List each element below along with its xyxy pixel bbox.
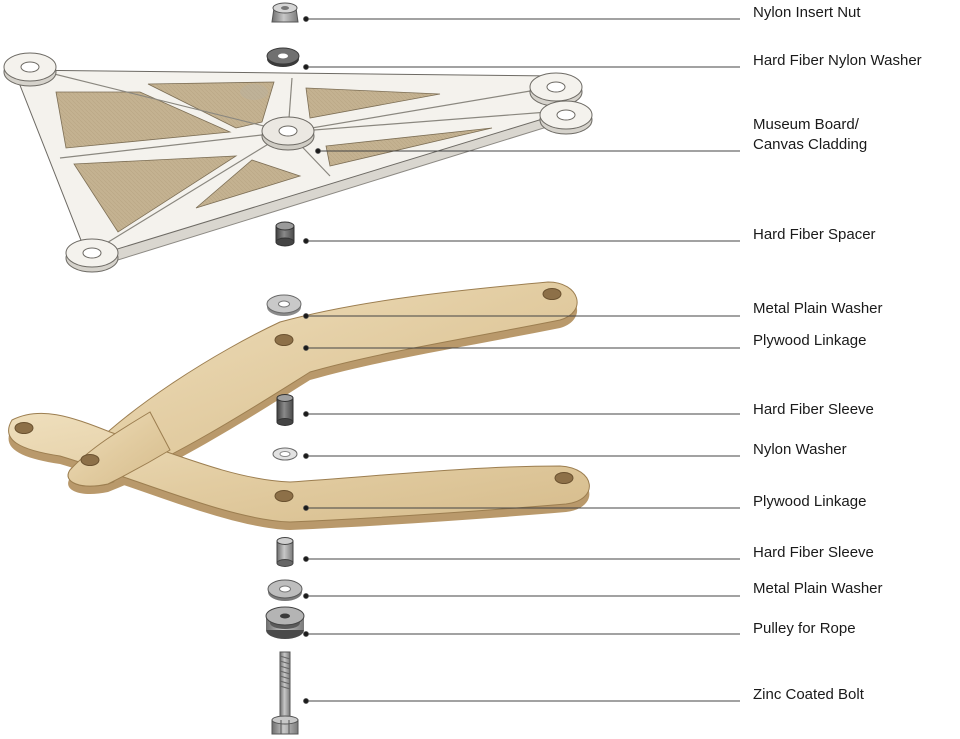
leader-dot-icon: [303, 64, 309, 70]
label-zinc-coated-bolt: Zinc Coated Bolt: [753, 686, 864, 703]
label-plywood-linkage-bottom: Plywood Linkage: [753, 493, 867, 510]
leader-dot-icon: [303, 238, 309, 244]
leader-dot-icon: [303, 345, 309, 351]
corner-tab: [539, 100, 593, 135]
leader-dot-icon: [303, 698, 309, 704]
plywood-linkage-bottom: [8, 411, 590, 530]
canvas-panel: [325, 127, 493, 167]
leader-dot-icon: [303, 313, 309, 319]
leader-dot-icon: [303, 16, 309, 22]
hard-fiber-sleeve-bottom: [276, 537, 294, 567]
label-nylon-insert-nut: Nylon Insert Nut: [753, 4, 861, 21]
nylon-washer: [272, 447, 298, 461]
metal-plain-washer-bottom: [267, 579, 303, 601]
pulley: [265, 606, 305, 639]
leader-dot-icon: [303, 556, 309, 562]
leader-lines: [303, 16, 740, 704]
metal-plain-washer-top: [266, 294, 302, 316]
corner-tab: [3, 52, 57, 87]
hard-fiber-nylon-washer: [266, 47, 300, 67]
label-cladding-line1: Museum Board/: [753, 116, 859, 133]
canvas-panel: [147, 81, 275, 129]
nylon-insert-nut: [271, 2, 299, 23]
leader-dot-icon: [303, 631, 309, 637]
center-hub: [261, 116, 315, 151]
hard-fiber-spacer: [275, 221, 295, 247]
hard-fiber-sleeve-top: [276, 394, 294, 426]
label-hard-fiber-nylon-washer: Hard Fiber Nylon Washer: [753, 52, 922, 69]
label-metal-plain-washer-bottom: Metal Plain Washer: [753, 580, 883, 597]
corner-tab: [529, 72, 583, 107]
leader-dot-icon: [303, 505, 309, 511]
label-hard-fiber-spacer: Hard Fiber Spacer: [753, 226, 876, 243]
corner-tab: [65, 238, 119, 273]
label-metal-plain-washer-top: Metal Plain Washer: [753, 300, 883, 317]
canvas-panel: [305, 87, 441, 119]
label-plywood-linkage-top: Plywood Linkage: [753, 332, 867, 349]
cladding-frame: [3, 52, 593, 273]
zinc-coated-bolt: [271, 651, 299, 735]
leader-dot-icon: [303, 411, 309, 417]
canvas-panel: [73, 155, 238, 233]
label-nylon-washer: Nylon Washer: [753, 441, 847, 458]
label-hard-fiber-sleeve-top: Hard Fiber Sleeve: [753, 401, 874, 418]
leader-dot-icon: [303, 593, 309, 599]
canvas-panel: [55, 91, 232, 149]
label-pulley-for-rope: Pulley for Rope: [753, 620, 856, 637]
label-cladding-line2: Canvas Cladding: [753, 136, 868, 153]
label-hard-fiber-sleeve-bottom: Hard Fiber Sleeve: [753, 544, 874, 561]
leader-dot-icon: [303, 453, 309, 459]
leader-dot-icon: [315, 148, 321, 154]
canvas-panel: [195, 159, 302, 209]
